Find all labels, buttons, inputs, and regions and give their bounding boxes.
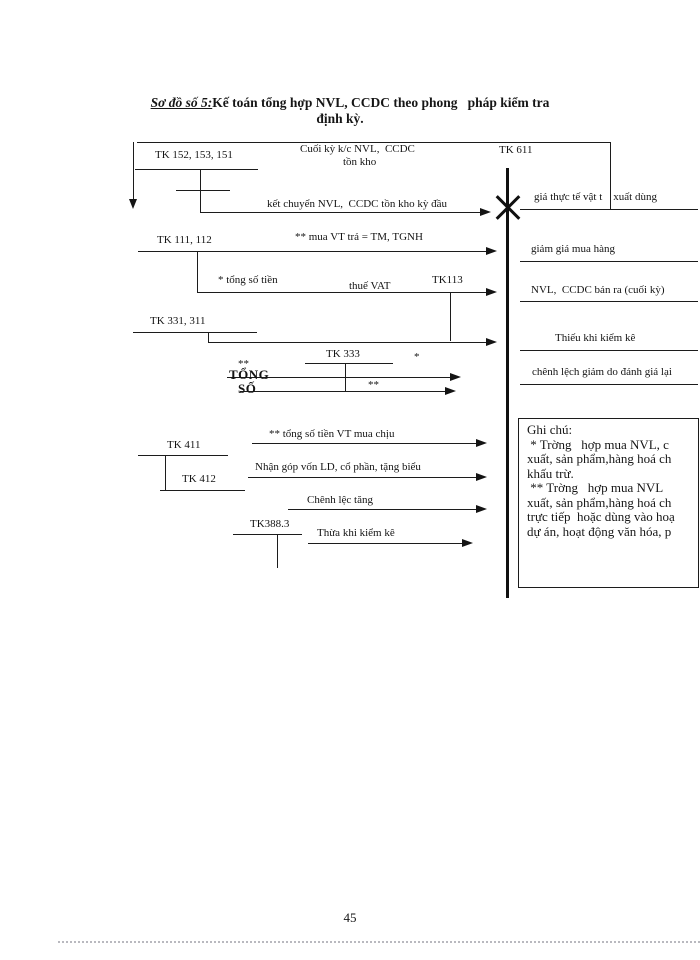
- right-arrowhead-icon: [476, 439, 487, 447]
- flow-tong-so-tien-label: * tổng số tiền: [218, 274, 278, 286]
- tk3883-underline: [233, 534, 302, 535]
- account-tk113-label: TK113: [432, 274, 463, 286]
- tk111-tick: [197, 251, 198, 292]
- flow-giam-gia-label: giảm giá mua hàng: [531, 243, 616, 255]
- row-line-5: [520, 384, 698, 385]
- right-arrowhead-icon: [462, 539, 473, 547]
- right-arrowhead-icon: [480, 208, 491, 216]
- tk412-underline: [160, 490, 245, 491]
- diagram-title-line2: định kỳ.: [316, 111, 364, 126]
- tk411-underline: [138, 455, 228, 456]
- chenh-tang-line: [288, 509, 476, 510]
- row-line-3: [520, 301, 698, 302]
- tk333-underline: [305, 363, 393, 364]
- diagram-title-text: Kế toán tổng hợp NVL, CCDC theo phong ph…: [212, 95, 550, 110]
- star-annotation: *: [414, 351, 420, 363]
- flow-mua-chiu-label: ** tổng số tiền VT mua chịu: [269, 428, 395, 440]
- tong-label: TỔNG: [229, 367, 270, 382]
- note-line: * Trờng hợp mua NVL, c: [527, 436, 669, 452]
- tk611-main-line: [506, 168, 509, 598]
- right-vertical-line: [610, 142, 611, 209]
- note-box: Ghi chú: * Trờng hợp mua NVL, c xuất, sả…: [518, 418, 699, 588]
- flow-mua-vt-label: ** mua VT trả = TM, TGNH: [295, 231, 423, 243]
- account-tk611-label: TK 611: [499, 144, 533, 156]
- diagram-title: Sơ đồ số 5:Kế toán tổng hợp NVL, CCDC th…: [0, 95, 700, 111]
- mua-vt-line: [138, 251, 486, 252]
- tk3883-tick: [277, 534, 278, 568]
- left-vertical-line: [133, 142, 134, 202]
- scan-edge-dotted-line: [58, 941, 700, 943]
- account-tk411-label: TK 411: [167, 439, 201, 451]
- row-line-1: [520, 209, 698, 210]
- page-number: 45: [343, 910, 357, 925]
- flow-thue-vat-label: thuế VAT: [349, 280, 391, 292]
- flow-ban-ra-label: NVL, CCDC bán ra (cuối kỳ): [531, 284, 665, 296]
- diagram-title-number: Sơ đồ số 5:: [150, 95, 213, 110]
- flow-ket-chuyen-label: kết chuyển NVL, CCDC tồn kho kỳ đầu: [267, 198, 447, 210]
- double-star-annotation: **: [238, 358, 249, 370]
- note-heading: Ghi chú:: [527, 422, 573, 437]
- flow-chenh-lech-giam-label: chênh lệch giảm do đánh giá lại: [532, 366, 672, 378]
- flow-cuoi-ky-label: Cuối kỳ k/c NVL, CCDC: [300, 143, 415, 155]
- account-tk152-label: TK 152, 153, 151: [155, 149, 233, 161]
- flow-chenh-tang-label: Chênh lệc tăng: [307, 494, 373, 506]
- double-star-annotation: **: [368, 379, 379, 391]
- tong-arrow-line: [227, 377, 450, 378]
- mua-chiu-line: [252, 443, 476, 444]
- account-tk111-label: TK 111, 112: [157, 234, 212, 246]
- tk152-underline: [135, 169, 258, 170]
- flow-gop-von-label: Nhận góp vốn LD, cổ phần, tặng biểu: [255, 461, 421, 473]
- tk331-underline: [133, 332, 257, 333]
- thua-kiem-ke-line: [308, 543, 462, 544]
- note-line: trực tiếp hoặc dùng vào hoạ: [527, 509, 675, 524]
- tk331-tick: [208, 332, 209, 342]
- ket-chuyen-line: [200, 212, 480, 213]
- so-label: SỐ: [238, 381, 257, 396]
- right-arrowhead-icon: [486, 247, 497, 255]
- right-arrowhead-icon: [486, 288, 497, 296]
- row-line-2: [520, 261, 698, 262]
- so-arrow-line: [240, 391, 445, 392]
- down-arrowhead-icon: [129, 199, 137, 209]
- right-arrowhead-icon: [450, 373, 461, 381]
- tong-so-tien-line: [197, 292, 486, 293]
- tk411-tick: [165, 455, 166, 491]
- account-tk331-label: TK 331, 311: [150, 315, 206, 327]
- right-arrowhead-icon: [486, 338, 497, 346]
- flow-thua-kiem-ke-label: Thừa khi kiểm kê: [317, 527, 395, 539]
- flow-thieu-kiem-ke-label: Thiếu khi kiểm kê: [555, 332, 636, 344]
- tk152-balance-line: [176, 190, 230, 191]
- note-line: khấu trừ.: [527, 465, 574, 481]
- flow-cuoi-ky-label2: tồn kho: [343, 156, 377, 168]
- note-line: xuất, sản phẩm,hàng hoá ch: [527, 494, 672, 510]
- note-line: xuất, sản phẩm,hàng hoá ch: [527, 451, 672, 466]
- account-tk412-label: TK 412: [182, 473, 216, 485]
- right-arrowhead-icon: [445, 387, 456, 395]
- flow-gia-thuc-te-label: giá thực tế vật t xuất dùng: [534, 191, 657, 203]
- account-tk333-label: TK 333: [326, 348, 360, 360]
- tk113-tick: [450, 292, 451, 341]
- account-tk3883-label: TK388.3: [250, 518, 290, 530]
- top-line: [137, 142, 611, 143]
- row-line-4: [520, 350, 698, 351]
- note-line: ** Trờng hợp mua NVL: [527, 480, 664, 495]
- right-arrowhead-icon: [476, 505, 487, 513]
- right-arrowhead-icon: [476, 473, 487, 481]
- tk331-arrow-line: [208, 342, 486, 343]
- note-line: dự án, hoạt động văn hóa, p: [527, 523, 672, 539]
- gop-von-line: [248, 477, 476, 478]
